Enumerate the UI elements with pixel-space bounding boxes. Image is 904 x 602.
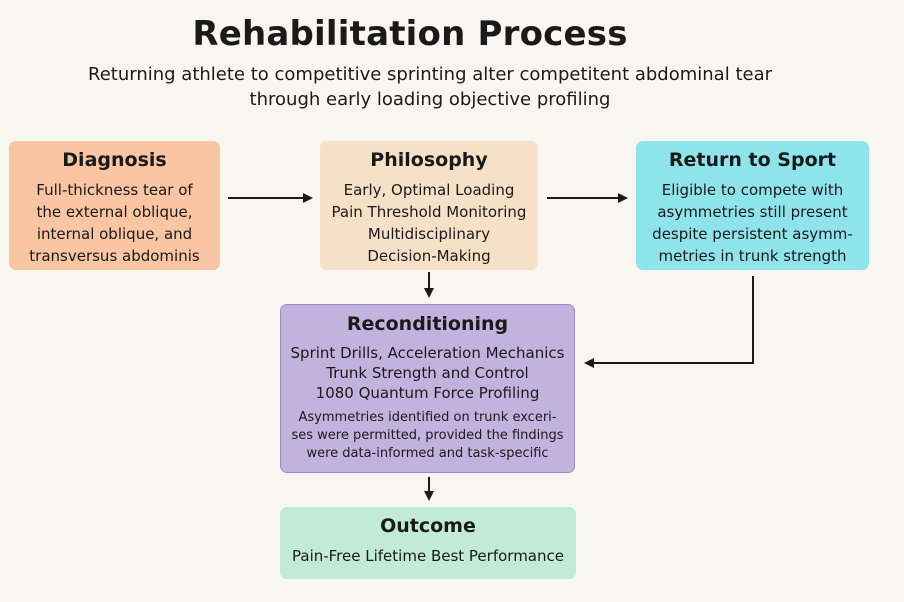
reconditioning-note: Asymmetries identified on trunk exceri- <box>298 410 557 425</box>
subtitle-line: Returning athlete to competitive sprinti… <box>88 64 772 85</box>
reconditioning-box: Reconditioning Sprint Drills, Accelerati… <box>280 304 575 473</box>
diagnosis-line: the external oblique, <box>36 203 193 221</box>
diagram-title: Rehabilitation Process <box>192 14 628 54</box>
philosophy-line: Early, Optimal Loading <box>343 181 515 199</box>
diagnosis-box: Diagnosis Full-thickness tear of the ext… <box>9 141 220 270</box>
return-to-sport-line: despite persistent asymm- <box>652 225 853 243</box>
reconditioning-title: Reconditioning <box>346 313 509 335</box>
return-to-sport-line: asymmetries still present <box>657 203 848 221</box>
return-to-sport-title: Return to Sport <box>668 149 837 171</box>
arrow-return-to-reconditioning <box>584 276 754 368</box>
outcome-box: Outcome Pain-Free Lifetime Best Performa… <box>280 507 576 579</box>
return-to-sport-line: Eligible to compete with <box>661 181 844 199</box>
return-to-sport-line: metries in trunk strength <box>658 247 847 265</box>
diagram-subtitle: Returning athlete to competitive sprinti… <box>60 62 800 112</box>
reconditioning-note: were data-informed and task-specific <box>306 446 549 461</box>
diagnosis-line: transversus abdominis <box>29 247 200 265</box>
reconditioning-line: Sprint Drills, Acceleration Mechanics <box>290 344 565 362</box>
philosophy-line: Multidisciplinary <box>367 225 491 243</box>
diagnosis-line: internal oblique, and <box>36 225 193 243</box>
philosophy-box: Philosophy Early, Optimal Loading Pain T… <box>320 141 538 270</box>
outcome-title: Outcome <box>380 515 476 537</box>
reconditioning-line: Trunk Strength and Control <box>326 364 529 382</box>
outcome-line: Pain-Free Lifetime Best Performance <box>292 547 564 565</box>
philosophy-line: Pain Threshold Monitoring <box>331 203 527 221</box>
return-to-sport-box: Return to Sport Eligible to compete with… <box>636 141 869 270</box>
philosophy-title: Philosophy <box>370 149 488 171</box>
reconditioning-line: 1080 Quantum Force Profiling <box>315 384 540 402</box>
reconditioning-note: ses were permitted, provided the finding… <box>291 428 564 443</box>
subtitle-line: through early loading objective profilin… <box>249 89 611 110</box>
diagnosis-line: Full-thickness tear of <box>36 181 193 199</box>
diagnosis-title: Diagnosis <box>62 149 167 171</box>
philosophy-line: Decision-Making <box>367 247 491 265</box>
